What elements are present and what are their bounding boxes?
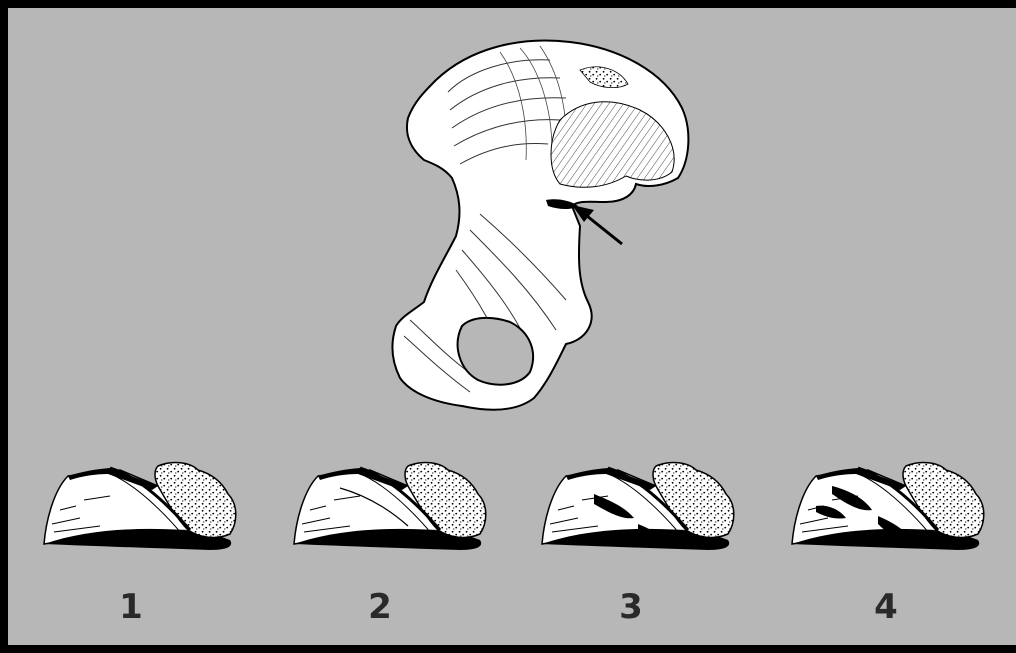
stage-label-1: 1 (111, 590, 151, 624)
pelvis-bone-illustration (393, 41, 689, 410)
bone-section-1 (44, 463, 236, 550)
bone-section-2 (294, 463, 486, 550)
stage-label-3: 3 (611, 590, 651, 624)
stage-label-2: 2 (360, 590, 400, 624)
bone-section-4 (792, 463, 984, 550)
stage-label-4: 4 (866, 590, 906, 624)
bone-section-3 (542, 463, 734, 550)
